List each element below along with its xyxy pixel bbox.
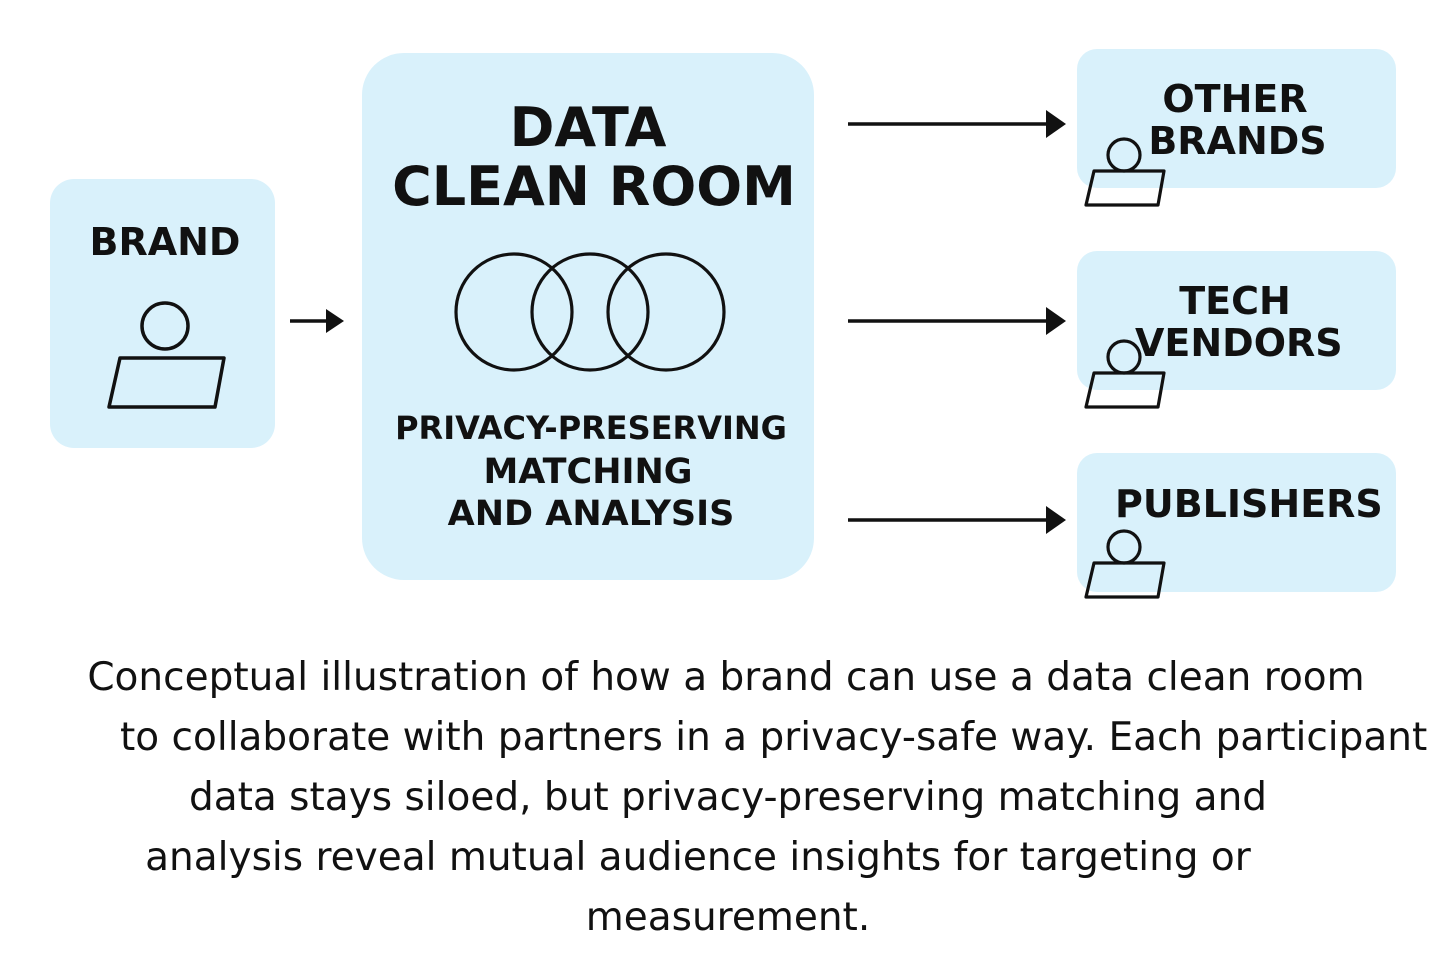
caption-line: measurement. [585, 895, 871, 940]
clean-room-title-line1: DATA [509, 96, 667, 159]
caption-line: data stays siloed, but privacy-preservin… [188, 775, 1268, 820]
arrow-to-publishers [848, 506, 1066, 534]
figure-caption: Conceptual illustration of how a brand c… [60, 648, 1428, 948]
brand-box [50, 179, 275, 448]
publishers-label: PUBLISHERS [1115, 482, 1383, 526]
tech-vendors-box [1077, 251, 1396, 390]
clean-room-caption-line1: PRIVACY-PRESERVING [395, 409, 787, 447]
user-at-laptop-icon [107, 301, 226, 409]
user-at-laptop-icon [1084, 137, 1166, 207]
tech-vendors-label-line1: TECH [1179, 279, 1291, 323]
other-brands-label-line2: BRANDS [1148, 119, 1327, 163]
arrow-brand-to-clean-room [290, 309, 344, 333]
brand-label: BRAND [89, 220, 241, 264]
clean-room-box [362, 53, 814, 580]
publishers-box [1077, 453, 1396, 592]
user-at-laptop-icon [1084, 529, 1166, 599]
other-brands-label-line1: OTHER [1162, 77, 1308, 121]
three-overlapping-circles-icon [454, 252, 726, 372]
arrow-to-other-brands [848, 110, 1066, 138]
arrow-to-tech-vendors [848, 307, 1066, 335]
caption-line: Conceptual illustration of how a brand c… [87, 655, 1365, 700]
user-at-laptop-icon [1084, 339, 1166, 409]
clean-room-caption-line2: MATCHING [483, 452, 693, 492]
caption-line: to collaborate with partners in a privac… [120, 715, 1428, 760]
clean-room-caption-line3: AND ANALYSIS [447, 494, 735, 534]
clean-room-title-line2: CLEAN ROOM [392, 155, 796, 218]
other-brands-box [1077, 49, 1396, 188]
caption-line: analysis reveal mutual audience insights… [145, 835, 1251, 880]
tech-vendors-label-line2: VENDORS [1135, 321, 1343, 365]
